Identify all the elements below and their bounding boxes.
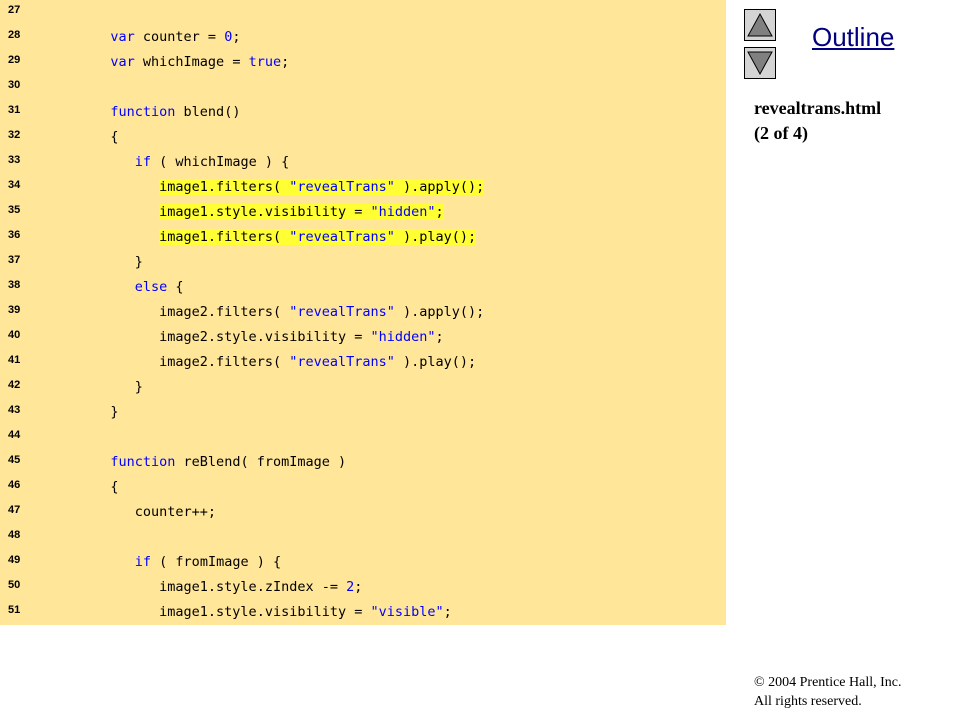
code-text: } (134, 379, 143, 395)
code-line: 50 image1.style.zIndex -= 2; (0, 575, 726, 600)
code-line: 32 { (0, 125, 726, 150)
code-line: 46 { (0, 475, 726, 500)
line-number: 35 (8, 204, 21, 216)
line-number: 32 (8, 129, 21, 141)
line-number: 36 (8, 229, 21, 241)
next-slide-button[interactable] (744, 47, 776, 79)
code-text: if ( fromImage ) { (134, 554, 282, 570)
line-number: 29 (8, 54, 21, 66)
line-number: 30 (8, 79, 21, 91)
code-line: 37 } (0, 250, 726, 275)
copyright-line-1: 2004 Prentice Hall, Inc. (768, 675, 902, 690)
code-text: image1.filters( "revealTrans" ).apply(); (159, 179, 485, 195)
code-line: 43 } (0, 400, 726, 425)
line-number: 27 (8, 4, 21, 16)
line-number: 41 (8, 354, 21, 366)
code-text: image1.style.zIndex -= 2; (159, 579, 363, 595)
code-line: 36 image1.filters( "revealTrans" ).play(… (0, 225, 726, 250)
line-number: 42 (8, 379, 21, 391)
code-line: 27 (0, 0, 726, 25)
line-number: 34 (8, 179, 21, 191)
line-number: 46 (8, 479, 21, 491)
page-index-label: (2 of 4) (754, 123, 808, 143)
code-line: 35 image1.style.visibility = "hidden"; (0, 200, 726, 225)
code-text: function reBlend( fromImage ) (110, 454, 347, 470)
line-number: 51 (8, 604, 21, 616)
code-line: 51 image1.style.visibility = "visible"; (0, 600, 726, 625)
code-line: 30 (0, 75, 726, 100)
code-line: 42 } (0, 375, 726, 400)
line-number: 31 (8, 104, 21, 116)
copyright-symbol-icon: © (754, 675, 765, 690)
code-line: 33 if ( whichImage ) { (0, 150, 726, 175)
code-line: 39 image2.filters( "revealTrans" ).apply… (0, 300, 726, 325)
code-line: 29 var whichImage = true; (0, 50, 726, 75)
code-line: 28 var counter = 0; (0, 25, 726, 50)
code-line: 47 counter++; (0, 500, 726, 525)
code-line: 48 (0, 525, 726, 550)
file-name-label: revealtrans.html (754, 98, 882, 118)
code-text: image1.filters( "revealTrans" ).play(); (159, 229, 477, 245)
code-text: } (134, 254, 143, 270)
line-number: 43 (8, 404, 21, 416)
code-text: { (110, 479, 119, 495)
triangle-up-icon (747, 12, 773, 37)
code-line: 45 function reBlend( fromImage ) (0, 450, 726, 475)
code-line: 38 else { (0, 275, 726, 300)
code-text: image2.style.visibility = "hidden"; (159, 329, 444, 345)
code-line: 49 if ( fromImage ) { (0, 550, 726, 575)
line-number: 50 (8, 579, 21, 591)
code-text: image2.filters( "revealTrans" ).apply(); (159, 304, 485, 320)
line-number: 44 (8, 429, 21, 441)
outline-link[interactable]: Outline (812, 22, 895, 52)
code-line: 41 image2.filters( "revealTrans" ).play(… (0, 350, 726, 375)
code-text: image2.filters( "revealTrans" ).play(); (159, 354, 477, 370)
code-text: image1.style.visibility = "hidden"; (159, 204, 444, 220)
line-number: 38 (8, 279, 21, 291)
previous-slide-button[interactable] (744, 9, 776, 41)
line-number: 33 (8, 154, 21, 166)
code-text: else { (134, 279, 184, 295)
code-text: var whichImage = true; (110, 54, 290, 70)
line-number: 39 (8, 304, 21, 316)
line-number: 28 (8, 29, 21, 41)
code-line: 44 (0, 425, 726, 450)
line-number: 49 (8, 554, 21, 566)
code-line: 40 image2.style.visibility = "hidden"; (0, 325, 726, 350)
code-text: counter++; (134, 504, 217, 520)
line-number: 40 (8, 329, 21, 341)
copyright-line-2: All rights reserved. (754, 694, 862, 709)
line-number: 47 (8, 504, 21, 516)
line-number: 48 (8, 529, 21, 541)
code-text: image1.style.visibility = "visible"; (159, 604, 452, 620)
copyright-notice: © 2004 Prentice Hall, Inc. All rights re… (754, 673, 902, 711)
line-number: 37 (8, 254, 21, 266)
code-text: var counter = 0; (110, 29, 241, 45)
code-text: } (110, 404, 119, 420)
code-text: if ( whichImage ) { (134, 154, 290, 170)
code-text: { (110, 129, 119, 145)
triangle-down-icon (747, 51, 773, 76)
code-line: 31 function blend() (0, 100, 726, 125)
code-line: 34 image1.filters( "revealTrans" ).apply… (0, 175, 726, 200)
code-text: function blend() (110, 104, 241, 120)
line-number: 45 (8, 454, 21, 466)
